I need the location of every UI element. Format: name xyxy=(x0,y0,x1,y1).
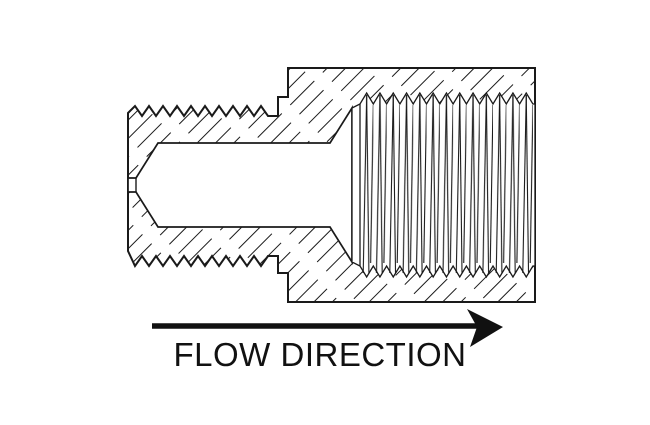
flow-direction-label: FLOW DIRECTION xyxy=(174,336,467,373)
female-thread-flanks xyxy=(360,93,533,277)
flow-direction-arrow xyxy=(152,309,503,347)
arrow-head-icon xyxy=(467,309,503,347)
